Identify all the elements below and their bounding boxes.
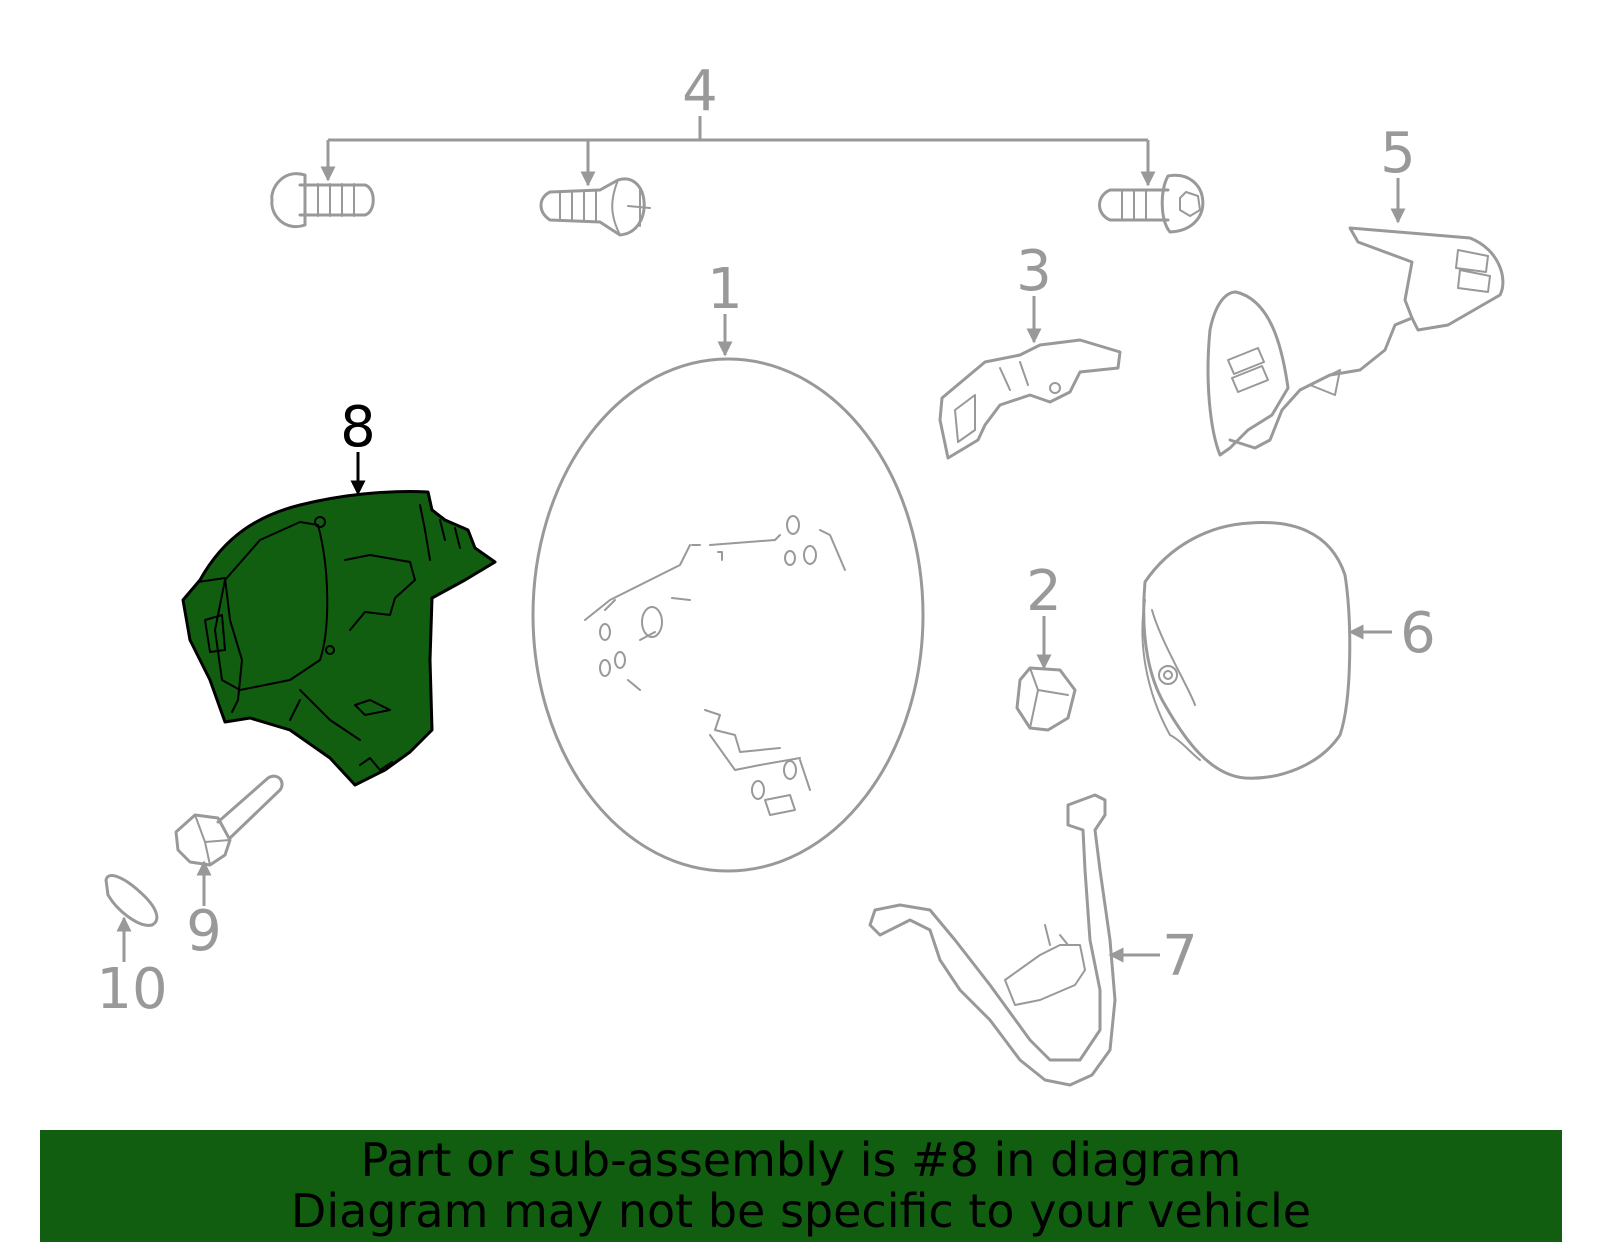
part-6-airbag: 6 bbox=[1141, 521, 1436, 780]
callout-3: 3 bbox=[1016, 239, 1052, 304]
part-5-switch-assembly: 5 bbox=[1206, 121, 1505, 457]
part-3-cover: 3 bbox=[938, 239, 1122, 460]
callout-9: 9 bbox=[186, 899, 222, 964]
callout-10: 10 bbox=[96, 957, 167, 1022]
info-banner: Part or sub-assembly is #8 in diagram Di… bbox=[40, 1130, 1562, 1242]
callout-8: 8 bbox=[340, 395, 376, 460]
callout-6: 6 bbox=[1400, 601, 1436, 666]
screw-round-head bbox=[270, 172, 375, 229]
screw-hex-socket bbox=[1098, 173, 1205, 234]
part-2-nut: 2 bbox=[1015, 559, 1077, 732]
callout-2: 2 bbox=[1026, 559, 1062, 624]
part-9-bolt: 9 bbox=[174, 774, 284, 964]
part-7-lower-cover: 7 bbox=[868, 793, 1198, 1087]
callout-7: 7 bbox=[1162, 924, 1198, 989]
callout-4: 4 bbox=[682, 59, 718, 124]
part-10-clip: 10 bbox=[96, 874, 168, 1022]
banner-line-2: Diagram may not be specific to your vehi… bbox=[290, 1184, 1312, 1238]
part-1-steering-wheel: 1 bbox=[531, 257, 925, 873]
part-8-highlighted-trim: 8 bbox=[181, 395, 497, 787]
callout-4-group: 4 bbox=[320, 59, 1156, 187]
screw-phillips bbox=[539, 177, 651, 237]
banner-line-1: Part or sub-assembly is #8 in diagram bbox=[360, 1133, 1242, 1187]
callout-1: 1 bbox=[707, 257, 743, 322]
callout-5: 5 bbox=[1380, 121, 1416, 186]
